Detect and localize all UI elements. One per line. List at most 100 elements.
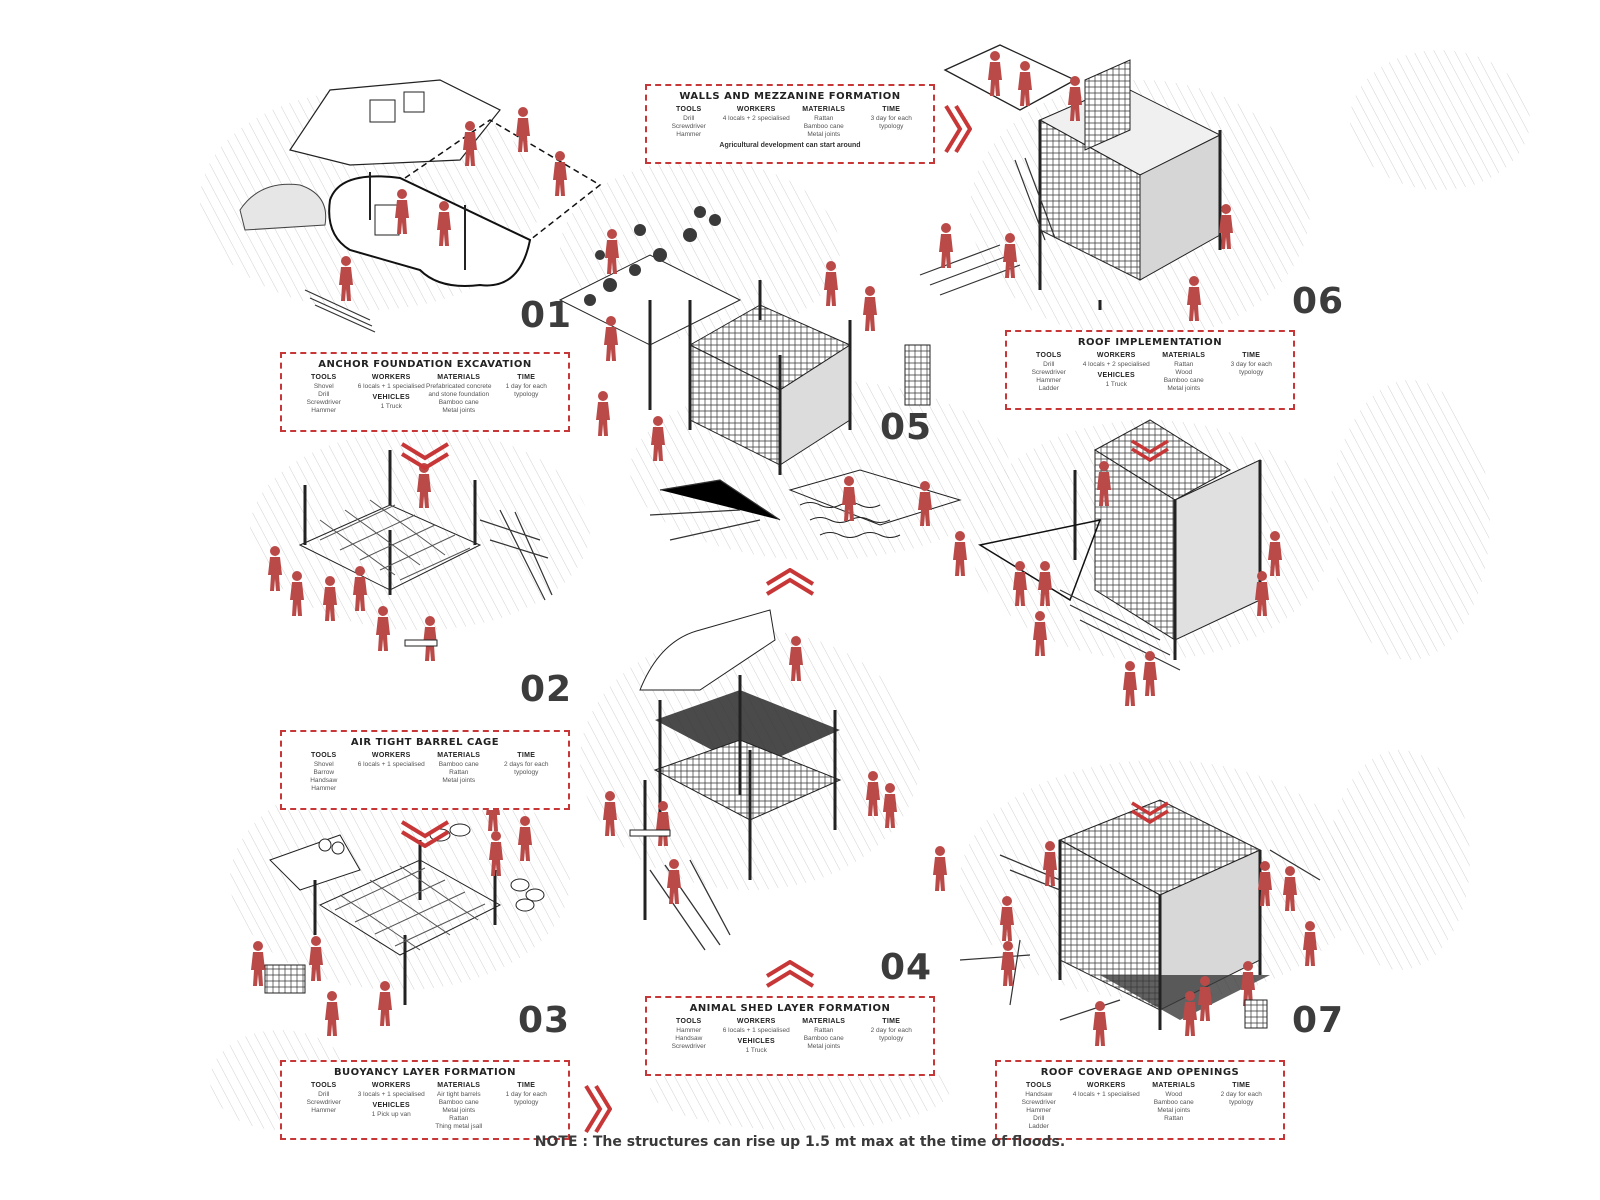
chevron-down-icon [1131,801,1169,824]
vehicle-item: 1 Truck [745,1047,767,1054]
time-item: typology [514,1099,539,1106]
materials-heading: MATERIALS [1162,352,1206,359]
info-box-step-05: WALLS AND MEZZANINE FORMATION TOOLS Dril… [645,84,935,164]
tool-item: Screwdriver [1031,369,1066,376]
time-item: 3 day for each [1230,361,1272,368]
tool-item: Hammer [1036,377,1062,384]
workers-heading: WORKERS [1086,1082,1126,1089]
time-heading: TIME [1242,352,1261,359]
material-item: Rattan [814,115,834,122]
material-item: Metal joints [442,1107,476,1114]
tools-heading: TOOLS [1026,1082,1052,1089]
tool-item: Hammer [311,1107,337,1114]
tool-item: Hammer [676,131,702,138]
material-item: Prefabricated concrete [426,383,492,390]
chevron-up-icon [765,960,815,988]
info-box-title: ROOF IMPLEMENTATION [1077,337,1223,348]
materials-heading: MATERIALS [1152,1082,1196,1089]
step-number-04: 04 [880,947,933,988]
step-06-illustration [919,44,1233,321]
material-item: Metal joints [1167,385,1201,392]
chevron-down-icon [400,820,450,848]
chevron-down-icon [1131,439,1169,462]
tool-item: Drill [318,1091,330,1098]
chevron-down-icon [400,442,450,470]
tool-item: Hammer [311,785,337,792]
chevron-right-icon [944,104,972,154]
material-item: Bamboo cane [438,399,479,406]
time-item: 2 day for each [1220,1091,1262,1098]
step-04-illustration [603,609,897,951]
tools-heading: TOOLS [1036,352,1062,359]
tool-item: Drill [1043,361,1055,368]
material-item: Wood [1175,369,1193,376]
tool-item: Hammer [676,1027,702,1034]
tool-item: Screwdriver [306,1099,341,1106]
time-item: typology [514,391,539,398]
materials-heading: MATERIALS [437,374,481,381]
step-07-illustration [933,799,1321,1046]
tool-item: Drill [683,115,695,122]
tool-item: Shovel [313,383,334,390]
workers-heading: WORKERS [736,106,776,113]
tool-item: Handsaw [675,1035,703,1042]
time-item: typology [514,769,539,776]
workers-item: 4 locals + 2 specialised [1082,361,1150,368]
tool-item: Screwdriver [306,399,341,406]
workers-heading: WORKERS [371,374,411,381]
info-box-step-01: ANCHOR FOUNDATION EXCAVATION TOOLS Shove… [280,352,570,432]
workers-item: 6 locals + 1 specialised [357,761,425,768]
tools-heading: TOOLS [676,1018,702,1025]
step-05-illustration [558,206,962,541]
vehicles-heading: VEHICLES [372,394,410,401]
workers-item: 6 locals + 1 specialised [357,383,425,390]
tool-item: Ladder [1028,1123,1049,1130]
material-item: Bamboo cane [438,761,479,768]
step-number-03: 03 [518,1000,571,1041]
tool-item: Screwdriver [671,1043,706,1050]
vehicle-item: 1 Pick up van [371,1111,411,1118]
time-heading: TIME [882,106,901,113]
vehicles-heading: VEHICLES [737,1038,775,1045]
material-item: Rattan [449,1115,469,1122]
vehicles-heading: VEHICLES [372,1102,410,1109]
workers-heading: WORKERS [1096,352,1136,359]
step-02-illustration [268,450,553,661]
workers-item: 4 locals + 1 specialised [1072,1091,1140,1098]
flood-height-note: NOTE : The structures can rise up 1.5 mt… [534,1134,1066,1150]
tool-item: Handsaw [310,777,338,784]
tools-heading: TOOLS [311,374,337,381]
tools-heading: TOOLS [311,752,337,759]
time-item: typology [1229,1099,1254,1106]
workers-heading: WORKERS [736,1018,776,1025]
chevron-up-icon [765,568,815,596]
material-item: Bamboo cane [803,1035,844,1042]
info-box-title: ANCHOR FOUNDATION EXCAVATION [318,359,532,370]
tool-item: Screwdriver [671,123,706,130]
agricultural-note: Agricultural development can start aroun… [719,142,861,149]
tool-item: Ladder [1038,385,1059,392]
vehicle-item: 1 Truck [1105,381,1127,388]
roof-framing-illustration [953,419,1282,706]
time-item: typology [1239,369,1264,376]
info-box-step-02: AIR TIGHT BARREL CAGE TOOLS Shovel Barro… [280,730,570,810]
tool-item: Barrow [313,769,335,776]
time-item: typology [879,123,904,130]
time-heading: TIME [1232,1082,1251,1089]
tool-item: Screwdriver [1021,1099,1056,1106]
material-item: Rattan [449,769,469,776]
workers-item: 4 locals + 2 specialised [722,115,790,122]
step-number-05: 05 [880,407,933,448]
info-box-title: ROOF COVERAGE AND OPENINGS [1040,1067,1240,1078]
materials-heading: MATERIALS [802,1018,846,1025]
time-heading: TIME [517,374,536,381]
material-item: Rattan [1164,1115,1184,1122]
step-03-illustration [251,786,545,1036]
materials-heading: MATERIALS [802,106,846,113]
step-01-illustration [239,79,602,333]
vehicles-heading: VEHICLES [1097,372,1135,379]
material-item: Metal joints [807,1043,841,1050]
material-item: Bamboo cane [803,123,844,130]
tool-item: Drill [318,391,330,398]
